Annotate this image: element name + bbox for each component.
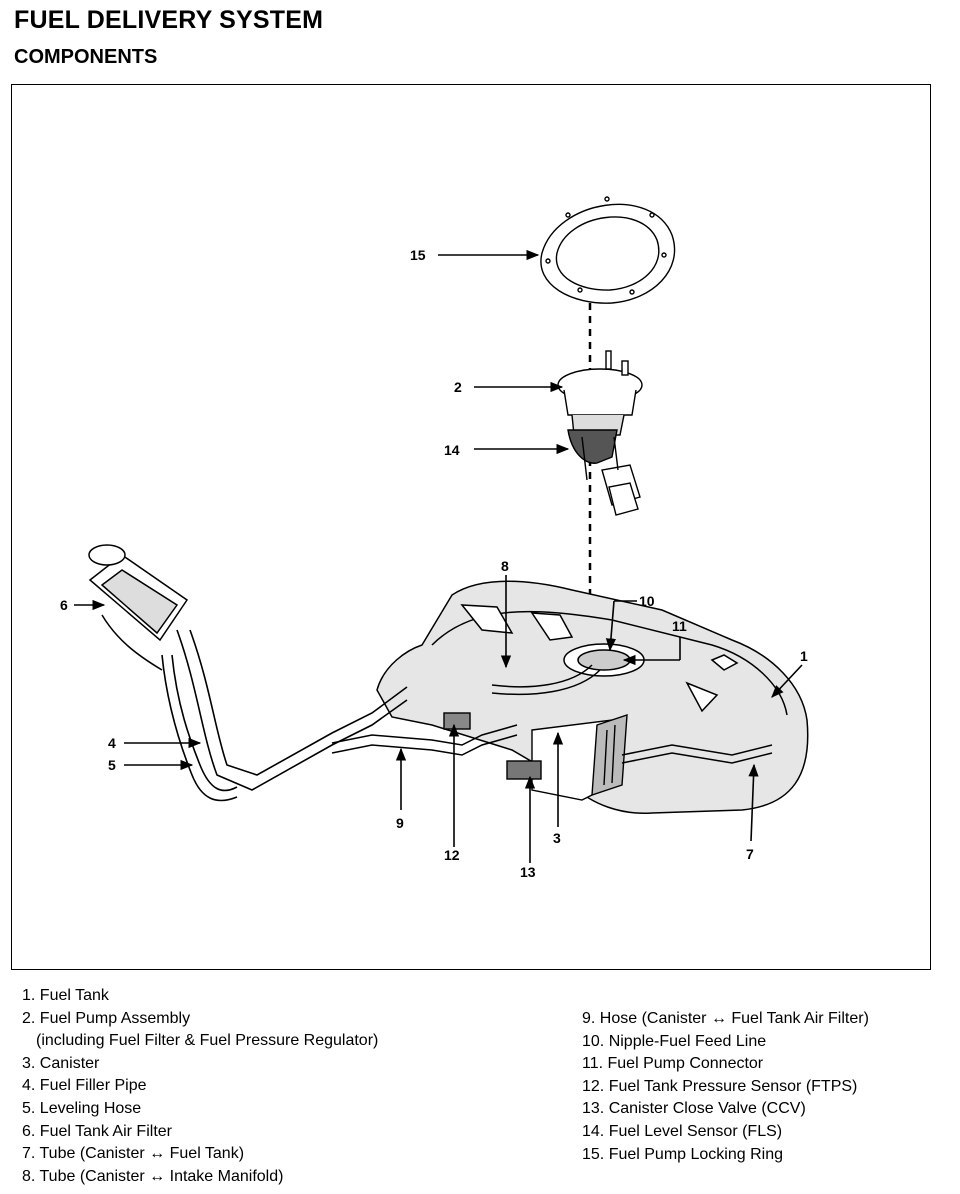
callout-10: 10	[639, 593, 655, 609]
leader-arrows	[74, 249, 803, 863]
callout-11: 11	[672, 618, 687, 634]
callout-14: 14	[444, 442, 460, 458]
callout-3: 3	[553, 830, 561, 846]
callout-9: 9	[396, 815, 404, 831]
legend-item: 13. Canister Close Valve (CCV)	[582, 1100, 806, 1118]
callout-2: 2	[454, 379, 462, 395]
callout-5: 5	[108, 757, 116, 773]
callout-1: 1	[800, 648, 808, 664]
callout-15: 15	[410, 247, 426, 263]
legend-item: 3. Canister	[22, 1054, 100, 1072]
fuel-filler-pipe	[161, 629, 408, 802]
legend-left: 1. Fuel Tank 2. Fuel Pump Assembly (incl…	[22, 985, 562, 1188]
canister	[531, 714, 628, 801]
callout-4: 4	[108, 735, 116, 751]
legend-item: 6. Fuel Tank Air Filter	[22, 1122, 172, 1140]
callout-7: 7	[746, 846, 754, 862]
legend-item: (including Fuel Filter & Fuel Pressure R…	[36, 1032, 379, 1050]
page-subtitle: COMPONENTS	[14, 46, 158, 68]
legend-item: 5. Leveling Hose	[22, 1099, 142, 1117]
legend-item: 8. Tube (Canister ↔ Intake Manifold)	[22, 1167, 284, 1185]
legend-item: 9. Hose (Canister ↔ Fuel Tank Air Filter…	[582, 1010, 869, 1027]
fuel-tank-air-filter	[88, 544, 189, 671]
legend-item: 7. Tube (Canister ↔ Fuel Tank)	[22, 1145, 245, 1163]
callout-13: 13	[520, 864, 536, 880]
callout-12: 12	[444, 847, 460, 863]
diagram-frame: 15 2 14 6 8 10 11 1 4 5 9 3 7 12 13	[11, 84, 931, 970]
fuel-system-diagram: 15 2 14 6 8 10 11 1 4 5 9 3 7 12 13	[60, 196, 809, 880]
legend-item: 2. Fuel Pump Assembly	[22, 1009, 191, 1027]
callout-8: 8	[501, 558, 509, 574]
connecting-hoses	[331, 664, 773, 764]
fuel-pump-assembly	[557, 350, 643, 516]
legend-item: 1. Fuel Tank	[22, 987, 109, 1004]
legend-item: 4. Fuel Filler Pipe	[22, 1077, 147, 1095]
callout-6: 6	[60, 597, 68, 613]
legend-item: 11. Fuel Pump Connector	[582, 1055, 764, 1073]
page-title: FUEL DELIVERY SYSTEM	[14, 6, 324, 34]
legend-item: 14. Fuel Level Sensor (FLS)	[582, 1122, 783, 1140]
fuel-tank	[376, 580, 809, 814]
legend-right: 9. Hose (Canister ↔ Fuel Tank Air Filter…	[582, 1008, 952, 1166]
locking-ring	[540, 196, 676, 304]
legend-item: 15. Fuel Pump Locking Ring	[582, 1145, 783, 1163]
legend-item: 12. Fuel Tank Pressure Sensor (FTPS)	[582, 1077, 858, 1095]
legend-item: 10. Nipple-Fuel Feed Line	[582, 1032, 767, 1050]
